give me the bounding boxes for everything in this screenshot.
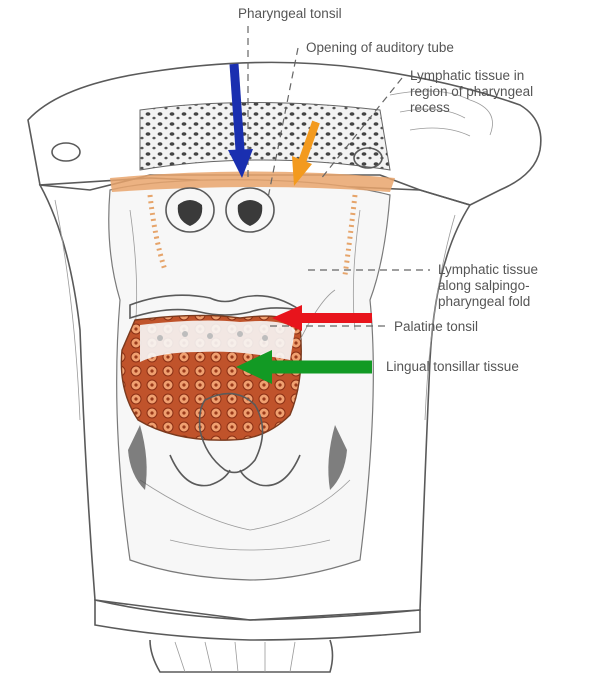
label-lymphatic-fold-line1: Lymphatic tissue [438,262,538,277]
label-lingual-tonsillar-tissue: Lingual tonsillar tissue [386,359,519,374]
label-opening-auditory-tube: Opening of auditory tube [306,40,454,55]
label-lymphatic-fold-line2: along salpingo- [438,278,530,293]
label-lymphatic-recess-line2: region of pharyngeal [410,84,533,99]
label-lymphatic-recess-line1: Lymphatic tissue in [410,68,524,83]
label-palatine-tonsil: Palatine tonsil [394,319,478,334]
lingual-tonsillar-region [121,315,301,440]
label-pharyngeal-tonsil: Pharyngeal tonsil [238,6,342,21]
label-lymphatic-fold-line3: pharyngeal fold [438,294,530,309]
label-lymphatic-recess-line3: recess [410,100,450,115]
